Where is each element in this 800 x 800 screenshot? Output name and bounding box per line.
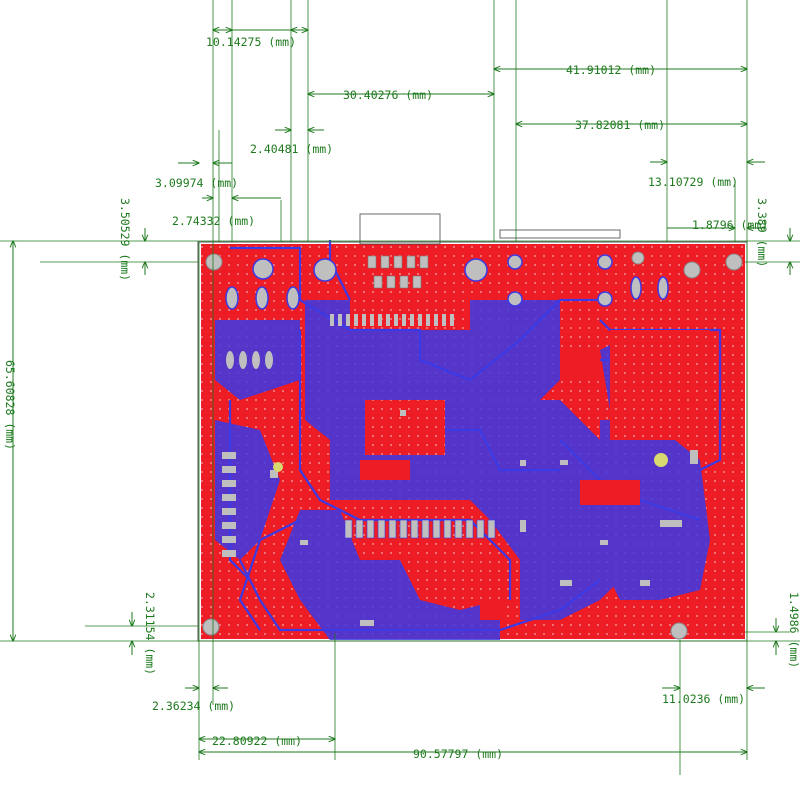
- connector-outline: [499, 229, 621, 239]
- dim-label: 37.82081 (mm): [575, 118, 665, 132]
- dim-label: 13.10729 (mm): [648, 175, 738, 189]
- connector-outline: [359, 213, 441, 245]
- mounting-hole: [670, 622, 688, 640]
- mounting-hole: [205, 253, 223, 271]
- dim-label: 1.4986 (mm): [787, 592, 800, 668]
- dim-label: 1.8796 (mm): [692, 218, 768, 232]
- mounting-hole: [202, 618, 220, 636]
- pcb-board: [197, 213, 748, 642]
- copper-dots: [610, 330, 710, 440]
- pin-row: [330, 314, 454, 326]
- pads-left: [222, 351, 273, 557]
- dimension-lines: [13, 30, 790, 752]
- dim-label: 3.50529 (mm): [118, 198, 132, 281]
- dim-label: 22.80922 (mm): [212, 734, 302, 748]
- dim-label: 3.09974 (mm): [155, 176, 238, 190]
- dim-label: 2.31154 (mm): [143, 592, 157, 675]
- dim-label: 11.0236 (mm): [662, 692, 745, 706]
- dim-label: 30.40276 (mm): [343, 88, 433, 102]
- header-pins-top: [367, 255, 429, 289]
- dim-label: 2.74332 (mm): [172, 214, 255, 228]
- dim-label: 90.57797 (mm): [413, 747, 503, 761]
- dim-label: 3.389 (mm): [755, 198, 769, 267]
- pin-row-bottom: [344, 519, 496, 539]
- copper-dots: [365, 400, 445, 455]
- pad-round: [631, 251, 645, 265]
- dim-label: 2.40481 (mm): [250, 142, 333, 156]
- pad-round: [683, 261, 701, 279]
- dim-label: 10.14275 (mm): [206, 35, 296, 49]
- dim-label: 41.91012 (mm): [566, 63, 656, 77]
- large-pads: [225, 254, 669, 310]
- mounting-holes: [202, 251, 743, 640]
- dim-label: 65.60828 (mm): [3, 360, 17, 450]
- smd-pads: [270, 410, 698, 626]
- dim-label: 2.36234 (mm): [152, 699, 235, 713]
- dimension-labels: 10.14275 (mm) 30.40276 (mm) 41.91012 (mm…: [3, 35, 800, 761]
- mounting-hole: [725, 253, 743, 271]
